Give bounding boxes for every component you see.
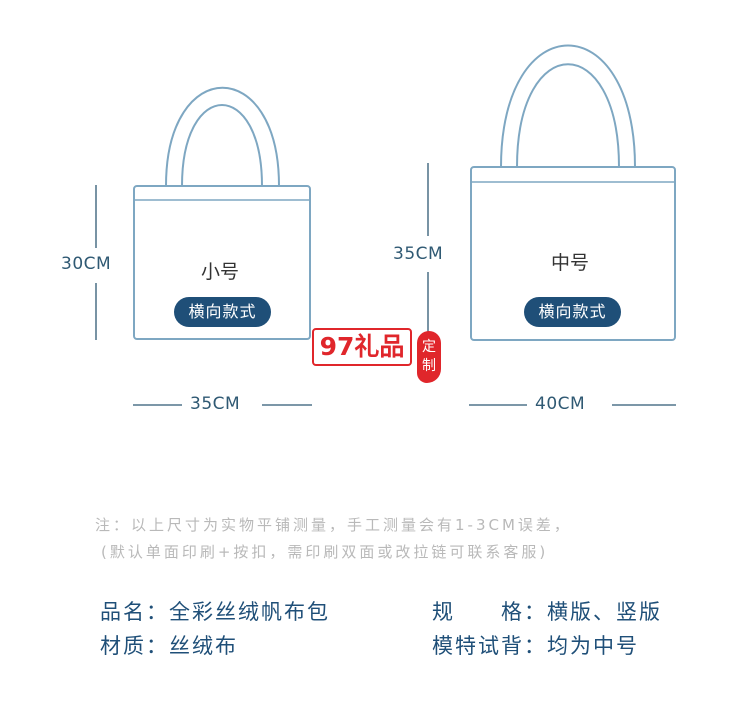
small-bag-handle-inner <box>181 104 263 187</box>
medium-bag-handle-inner <box>516 63 620 168</box>
small-width-label: 35CM <box>190 394 241 414</box>
spec-format: 规 格：横版、竖版 <box>432 600 662 624</box>
spec-material: 材质：丝绒布 <box>100 634 238 658</box>
measurement-note-line2: (默认单面印刷+按扣，需印刷双面或改拉链可联系客服) <box>101 543 549 561</box>
medium-bag-handle-outer <box>500 44 636 168</box>
medium-size-name: 中号 <box>551 252 590 274</box>
brand-logo: 97礼品 <box>312 328 412 366</box>
spec-product-name: 品名：全彩丝绒帆布包 <box>100 600 330 624</box>
seal-char-2: 制 <box>422 358 436 374</box>
small-height-label: 30CM <box>61 254 112 274</box>
medium-bag-illustration <box>470 44 676 341</box>
medium-style-badge: 横向款式 <box>524 297 621 327</box>
medium-height-label: 35CM <box>393 244 444 264</box>
small-style-badge: 横向款式 <box>174 297 271 327</box>
spec-model-size: 模特试背：均为中号 <box>432 634 639 658</box>
small-size-name: 小号 <box>201 261 240 283</box>
medium-width-label: 40CM <box>535 394 586 414</box>
medium-bag-body <box>470 166 676 341</box>
custom-seal-stamp: 定 制 <box>417 331 441 383</box>
seal-char-1: 定 <box>422 339 436 355</box>
small-bag-body <box>133 185 311 340</box>
small-bag-illustration <box>133 86 311 340</box>
measurement-note-line1: 注：以上尺寸为实物平铺测量，手工测量会有1-3CM误差， <box>95 516 572 534</box>
small-bag-handle-outer <box>165 86 280 187</box>
